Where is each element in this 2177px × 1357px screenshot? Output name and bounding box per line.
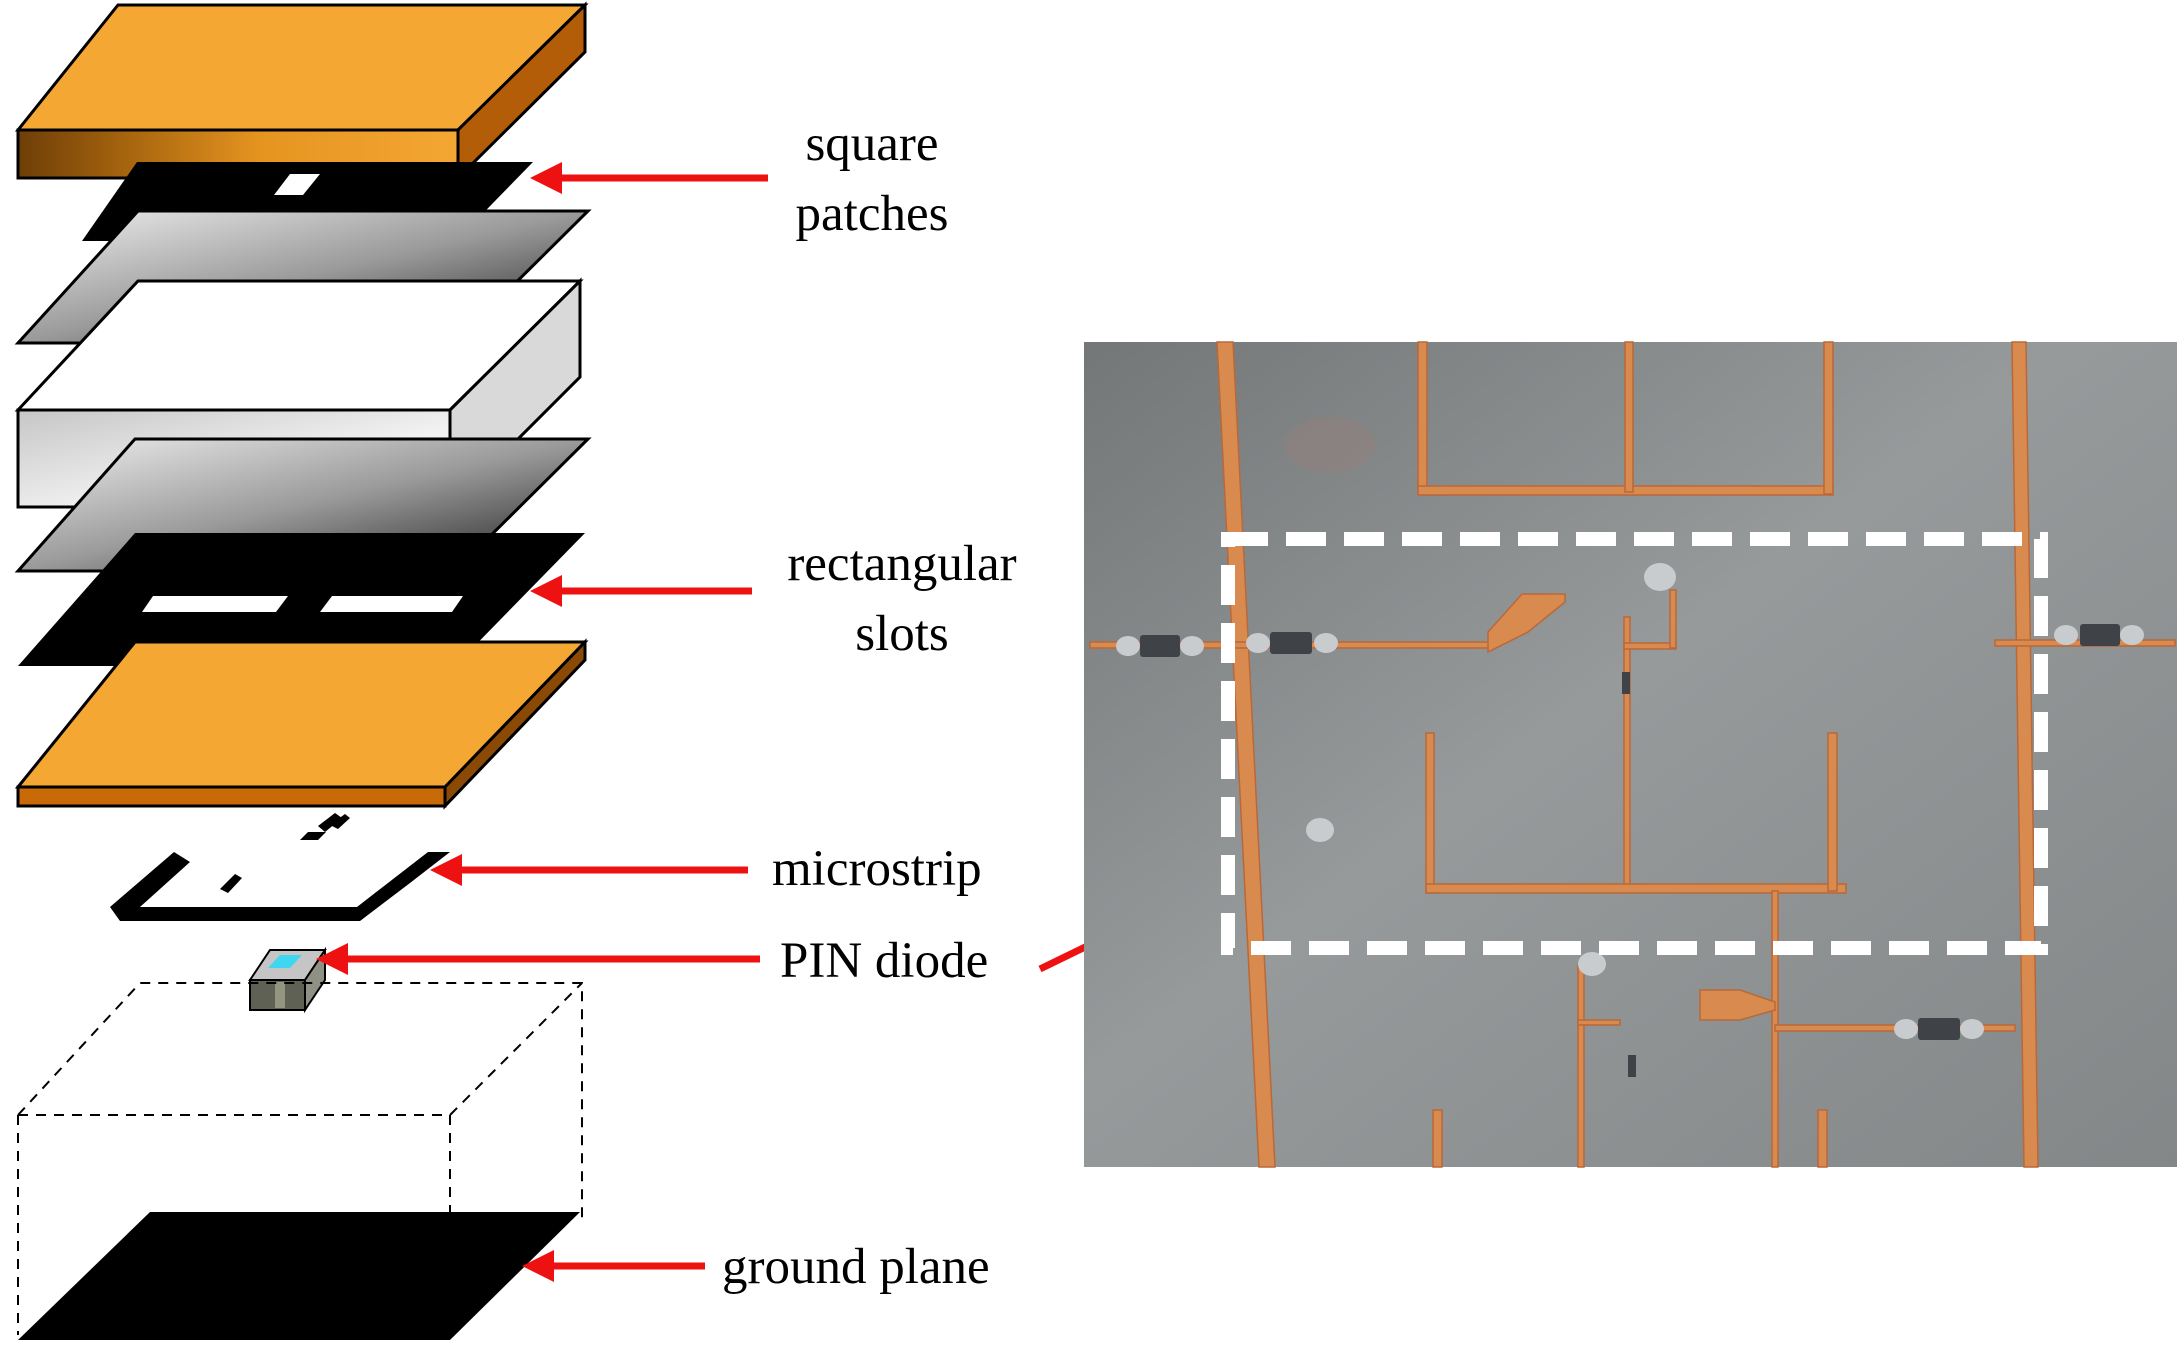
label-slots: slots	[855, 606, 949, 662]
ground-plane-layer	[18, 1212, 580, 1340]
smd-components	[1140, 624, 2120, 1077]
label-microstrip: microstrip	[772, 841, 982, 897]
bottom-orange-layer	[14, 638, 589, 810]
top-orange-layer	[14, 1, 589, 182]
label-patches: patches	[796, 186, 949, 242]
dashed-enclosure	[17, 982, 583, 1335]
copper-traces	[1089, 341, 2176, 1168]
microstrip-shape	[110, 813, 450, 921]
pin-diode-component	[248, 946, 327, 1014]
label-ground-plane: ground plane	[722, 1239, 990, 1295]
board-photo	[1084, 341, 2177, 1168]
solder-pads	[1116, 563, 2144, 1039]
label-pin-diode: PIN diode	[780, 933, 988, 989]
rectangular-slots-layer	[18, 533, 585, 666]
label-square: square	[805, 116, 938, 172]
highlight-dashed-box	[1221, 532, 2048, 955]
label-rectangular: rectangular	[787, 536, 1016, 592]
